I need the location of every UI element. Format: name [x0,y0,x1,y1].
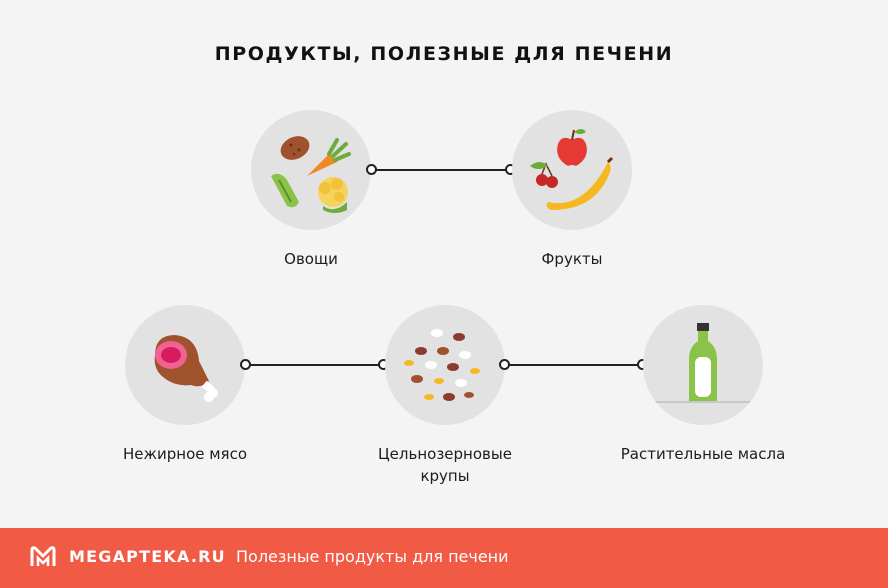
vegetables-node [251,110,371,230]
grains-label: Цельнозерновые крупы [340,443,550,487]
connector-dot [240,359,251,370]
connector-meat-grains [247,364,383,366]
oils-node [643,305,763,425]
connector-dot [499,359,510,370]
fruits-label: Фрукты [541,250,603,268]
vegetables-icon [271,136,351,213]
fruits-icon [530,129,614,210]
oil-bottle-icon [653,323,753,403]
megapteka-logo-icon [30,546,56,566]
connector-dot [366,164,377,175]
meat-node [125,305,245,425]
connector-grains-oils [506,364,642,366]
footer-brand[interactable]: MEGAPTEKA.RU [69,547,226,566]
ham-icon [154,335,218,402]
footer-caption: Полезные продукты для печени [236,547,509,566]
footer-bar: MEGAPTEKA.RU Полезные продукты для печен… [0,528,888,588]
connector-vegetables-fruits [373,169,510,171]
fruits-node [512,110,632,230]
oils-label: Растительные масла [620,445,786,463]
grains-node [385,305,505,425]
page-title: ПРОДУКТЫ, ПОЛЕЗНЫЕ ДЛЯ ПЕЧЕНИ [214,43,674,65]
grains-label-line1: Цельнозерновые [378,445,512,463]
vegetables-label: Овощи [284,250,338,268]
beans-icon [404,329,480,401]
grains-label-line2: крупы [420,467,470,485]
meat-label: Нежирное мясо [122,445,248,463]
